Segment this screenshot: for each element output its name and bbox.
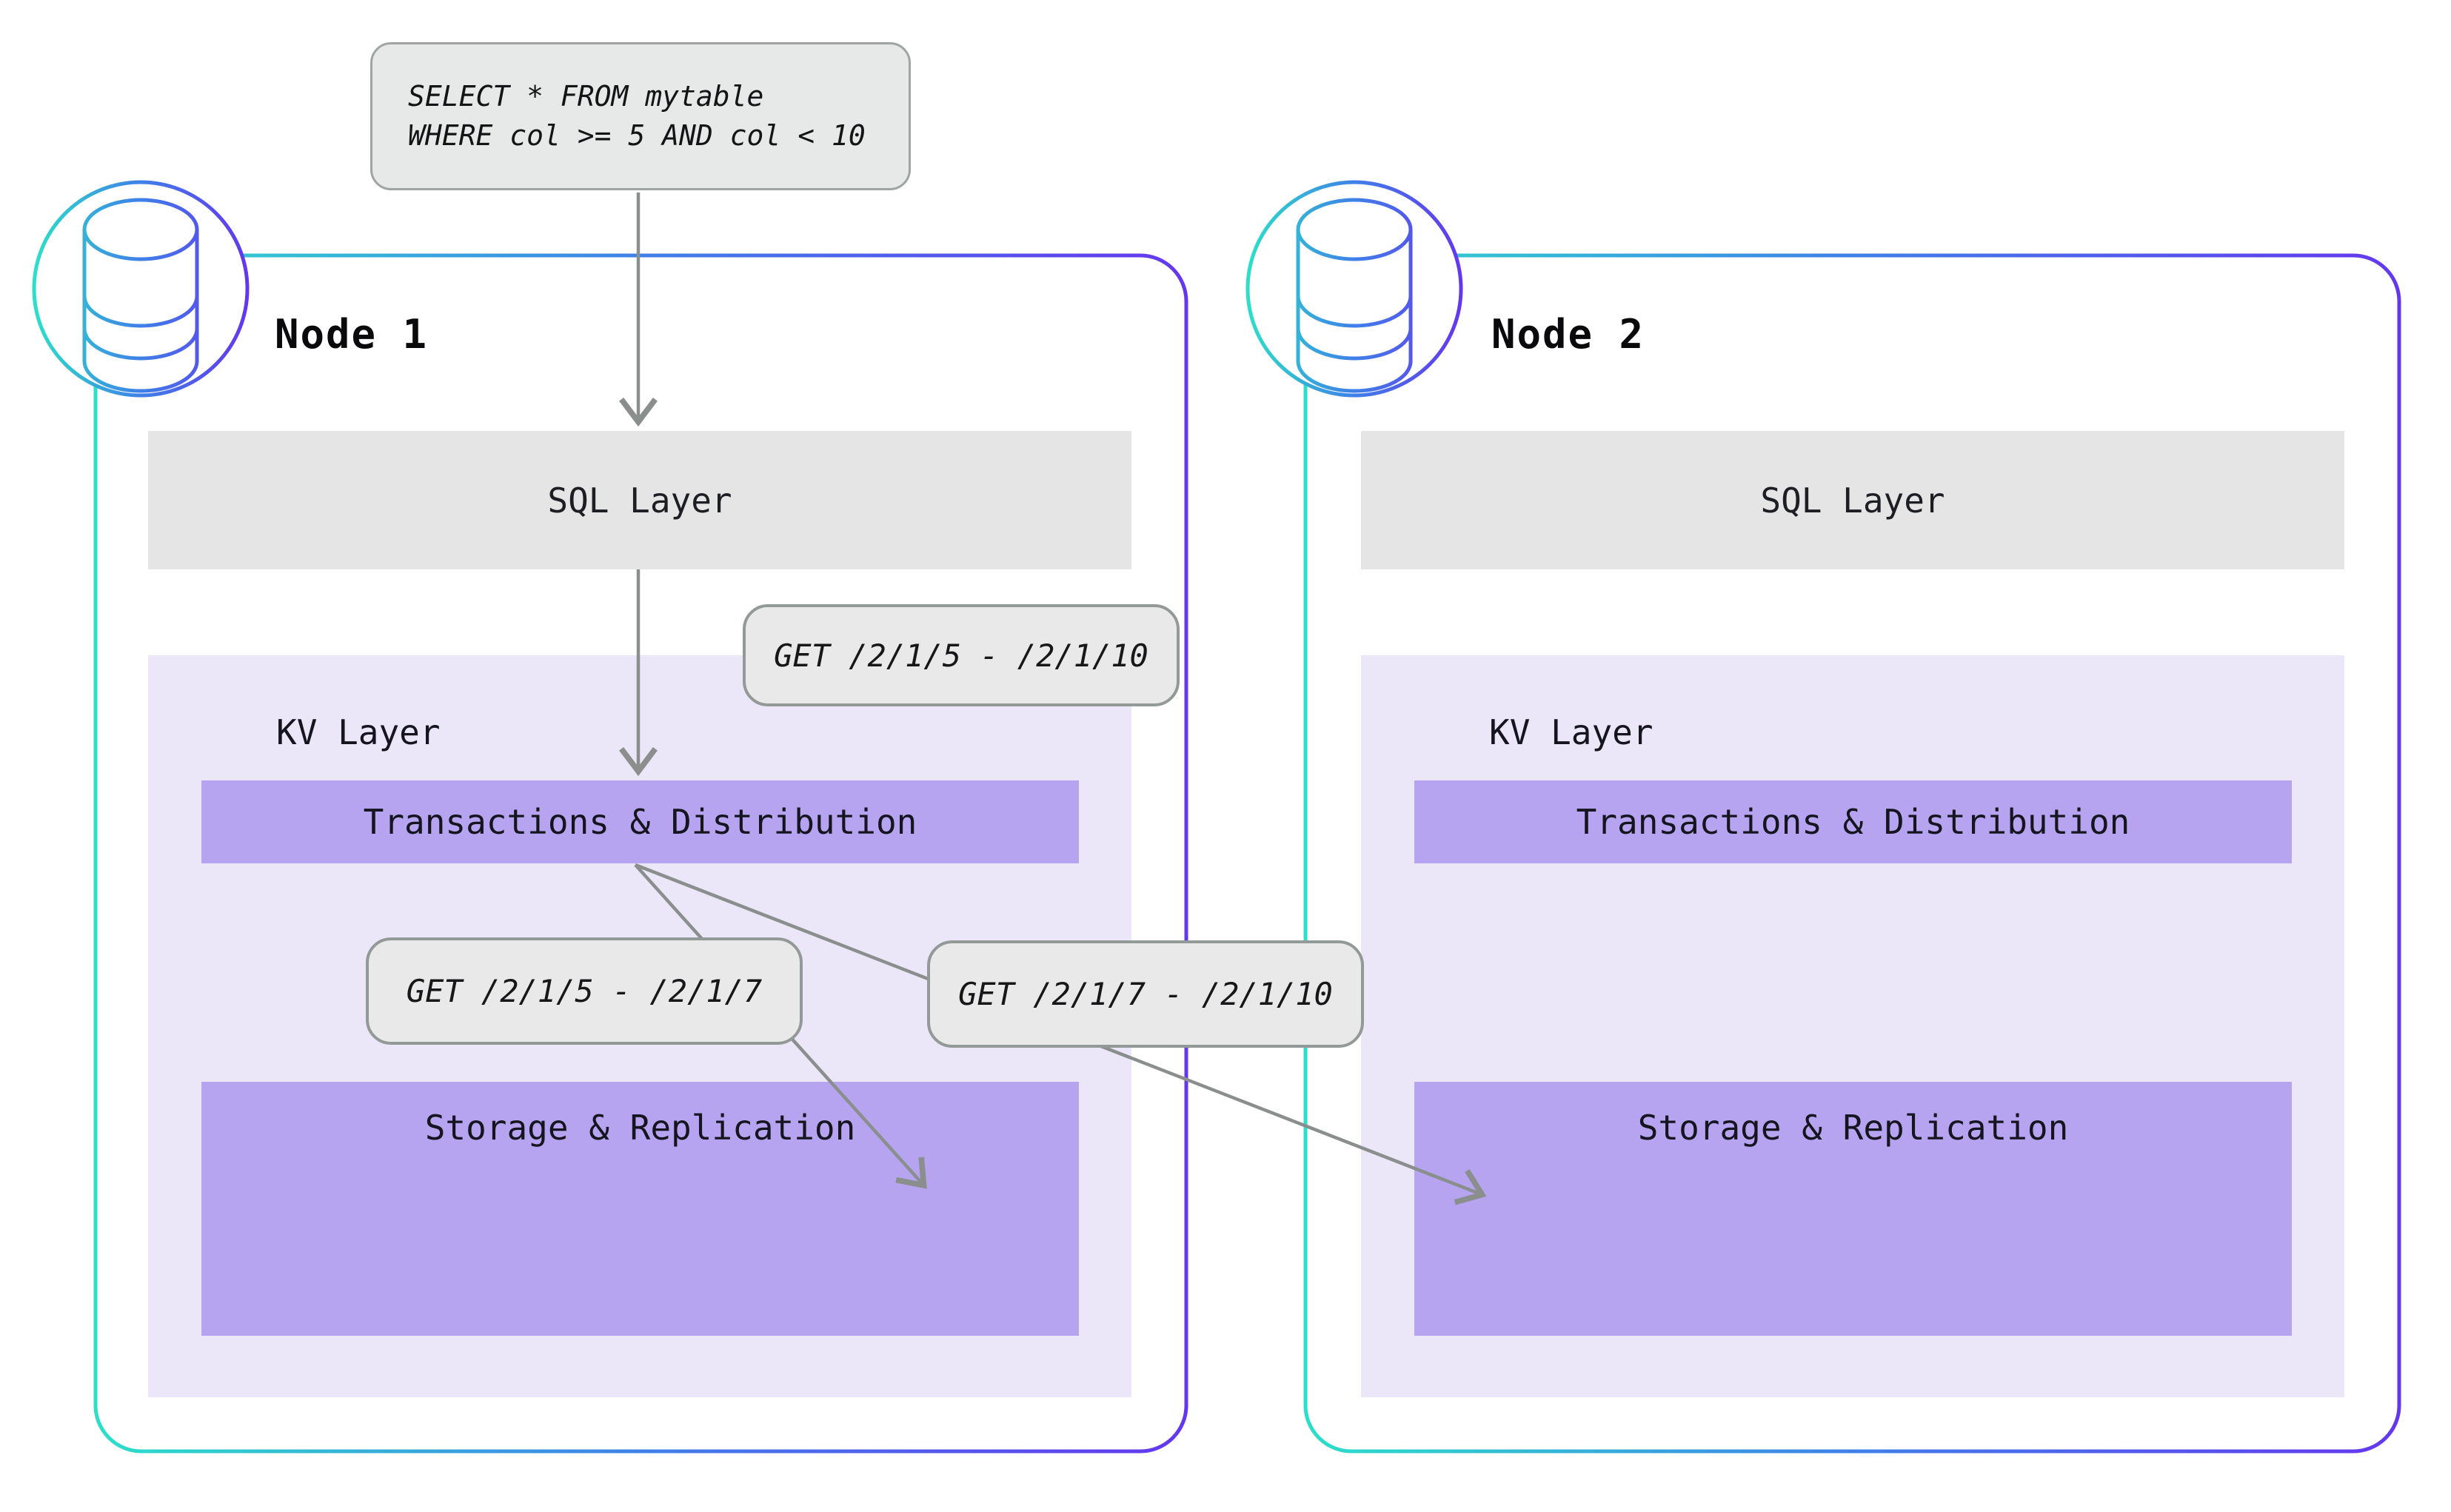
node2-storage-bar bbox=[1414, 1082, 2292, 1336]
node1-sql-layer: SQL Layer bbox=[148, 431, 1131, 569]
sql-query-line: SELECT * FROM mytable bbox=[408, 80, 764, 113]
node2-sql-layer: SQL Layer bbox=[1361, 431, 2344, 569]
storage-label: Storage & Replication bbox=[424, 1108, 856, 1148]
sql-layer-label: SQL Layer bbox=[1760, 480, 1945, 521]
node2-transactions-bar: Transactions & Distribution bbox=[1414, 780, 2292, 863]
sql-layer-label: SQL Layer bbox=[547, 480, 732, 521]
database-icon bbox=[1245, 180, 1463, 398]
get-label-left-split: GET /2/1/5 - /2/1/7 bbox=[366, 937, 803, 1045]
node2-title: Node 2 bbox=[1491, 311, 1645, 358]
sql-query-callout: SELECT * FROM mytable WHERE col >= 5 AND… bbox=[370, 42, 911, 190]
get-label-full-range: GET /2/1/5 - /2/1/10 bbox=[743, 604, 1180, 706]
kv-layer-label: KV Layer bbox=[276, 712, 441, 752]
sql-query-line: WHERE col >= 5 AND col < 10 bbox=[408, 119, 866, 152]
transactions-label: Transactions & Distribution bbox=[363, 802, 917, 842]
kv-layer-label: KV Layer bbox=[1489, 712, 1653, 752]
transactions-label: Transactions & Distribution bbox=[1576, 802, 2130, 842]
storage-label: Storage & Replication bbox=[1637, 1108, 2069, 1148]
node1-title: Node 1 bbox=[275, 311, 429, 358]
node1-transactions-bar: Transactions & Distribution bbox=[201, 780, 1079, 863]
database-icon bbox=[32, 180, 250, 398]
get-label-right-split: GET /2/1/7 - /2/1/10 bbox=[927, 940, 1364, 1048]
